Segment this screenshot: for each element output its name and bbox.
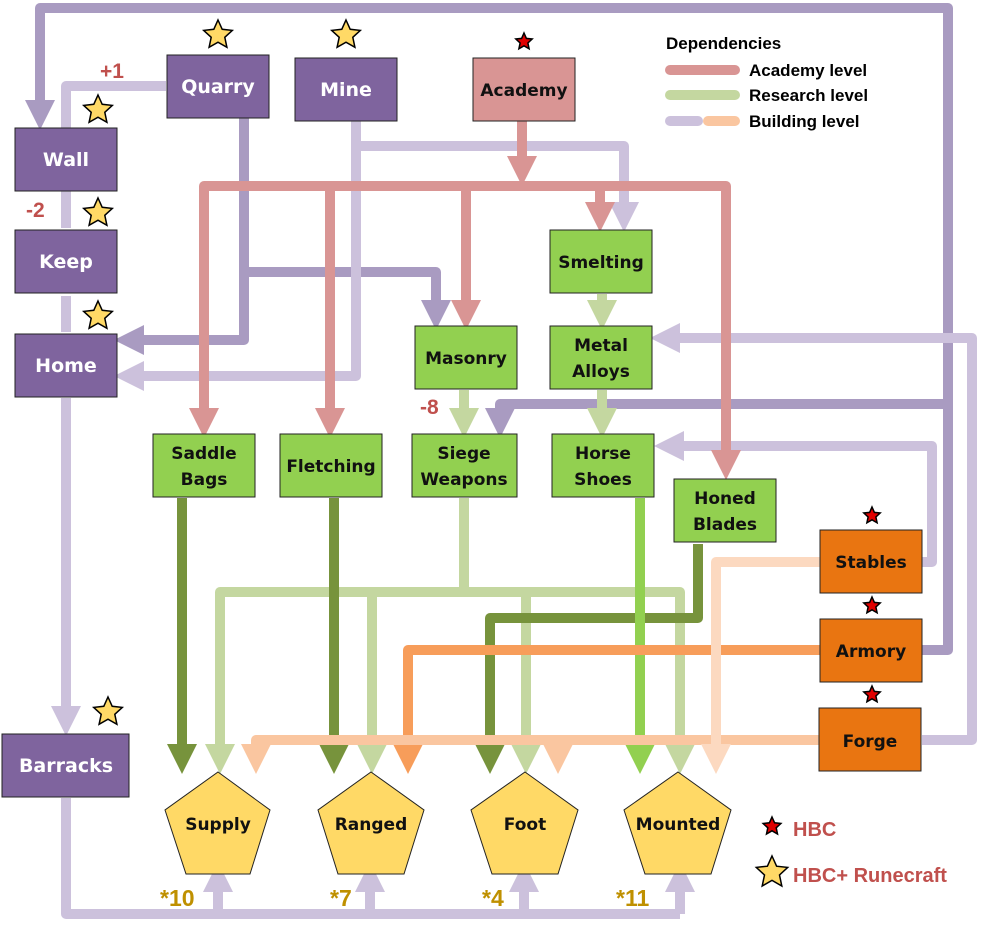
wall-keep-delta: -2 xyxy=(26,199,45,222)
key-hbc: HBC xyxy=(793,819,836,841)
legend-building-level: Building level xyxy=(749,112,860,131)
node-armory[interactable]: Armory xyxy=(819,618,923,683)
link-armory-to-siege xyxy=(485,399,948,438)
svg-text:Horse: Horse xyxy=(575,444,631,464)
svg-text:Honed: Honed xyxy=(694,489,756,509)
runecraft-star-icon xyxy=(81,196,115,227)
node-smelting[interactable]: Smelting xyxy=(549,229,653,294)
svg-text:Home: Home xyxy=(35,355,97,377)
runecraft-star-icon xyxy=(81,299,115,330)
svg-text:Masonry: Masonry xyxy=(425,349,507,369)
link-mine-to-smelting xyxy=(356,141,639,232)
unit-ranged[interactable]: Ranged xyxy=(317,771,425,875)
link-siege-bus xyxy=(205,498,469,774)
link-stables-to-horse-shoes xyxy=(654,431,937,567)
svg-text:Academy: Academy xyxy=(480,81,567,101)
svg-text:Weapons: Weapons xyxy=(420,470,507,490)
link-armory-to-wall xyxy=(25,3,953,655)
legend-research-level: Research level xyxy=(749,86,868,105)
svg-text:Ranged: Ranged xyxy=(335,815,408,835)
svg-text:Barracks: Barracks xyxy=(19,755,113,777)
link-armory-to-ranged xyxy=(393,645,820,774)
svg-text:Mine: Mine xyxy=(320,79,372,101)
node-horse-shoes[interactable]: Horse Shoes xyxy=(551,433,655,498)
hbc-star-icon xyxy=(761,815,783,836)
node-stables[interactable]: Stables xyxy=(819,529,923,594)
node-academy[interactable]: Academy xyxy=(472,57,576,122)
node-masonry[interactable]: Masonry xyxy=(414,325,518,390)
unit-mounted[interactable]: Mounted xyxy=(623,771,732,875)
svg-text:Quarry: Quarry xyxy=(181,76,255,98)
node-wall[interactable]: Wall xyxy=(14,127,118,192)
svg-text:Foot: Foot xyxy=(504,815,546,835)
node-barracks[interactable]: Barracks xyxy=(1,733,130,798)
node-keep[interactable]: Keep xyxy=(14,229,118,294)
link-honed-blades-to-foot xyxy=(475,544,703,774)
legend: Dependencies Academy level Research leve… xyxy=(665,34,868,131)
legend-title: Dependencies xyxy=(666,34,781,53)
svg-text:Supply: Supply xyxy=(185,815,251,835)
hbc-star-icon xyxy=(514,31,534,51)
runecraft-star-icon xyxy=(201,18,235,49)
legend-academy-level: Academy level xyxy=(749,61,867,80)
mounted-multiplier: *11 xyxy=(616,885,649,911)
svg-text:Smelting: Smelting xyxy=(558,253,644,273)
ranged-multiplier: *7 xyxy=(330,885,352,911)
link-forge-to-metal-alloys xyxy=(650,323,977,745)
node-metal-alloys[interactable]: Metal Alloys xyxy=(549,325,653,390)
svg-text:Siege: Siege xyxy=(437,444,490,464)
unit-foot[interactable]: Foot xyxy=(470,771,579,875)
node-siege-weapons[interactable]: Siege Weapons xyxy=(411,433,518,498)
runecraft-star-icon xyxy=(754,854,790,888)
supply-multiplier: *10 xyxy=(160,885,195,911)
masonry-siege-delta: -8 xyxy=(420,396,439,419)
svg-text:Keep: Keep xyxy=(39,251,93,273)
link-quarry-to-masonry xyxy=(244,267,451,330)
link-siege-to-mounted xyxy=(464,587,695,774)
svg-text:Forge: Forge xyxy=(843,732,898,752)
link-stables-to-mounted xyxy=(701,557,820,774)
svg-text:Alloys: Alloys xyxy=(572,362,630,382)
hbc-star-icon xyxy=(862,595,882,615)
node-saddle-bags[interactable]: Saddle Bags xyxy=(152,433,256,498)
hbc-star-icon xyxy=(862,505,882,525)
quarry-wall-delta: +1 xyxy=(100,60,124,83)
foot-multiplier: *4 xyxy=(482,885,504,911)
runecraft-star-icon xyxy=(91,695,125,726)
node-forge[interactable]: Forge xyxy=(818,707,922,772)
svg-text:Wall: Wall xyxy=(43,149,89,171)
svg-text:Saddle: Saddle xyxy=(171,444,236,464)
runecraft-star-icon xyxy=(81,93,115,124)
svg-text:Armory: Armory xyxy=(836,642,906,662)
node-mine[interactable]: Mine xyxy=(294,57,398,122)
node-quarry[interactable]: Quarry xyxy=(166,54,270,119)
unit-supply[interactable]: Supply xyxy=(164,771,271,875)
svg-text:Stables: Stables xyxy=(835,553,907,573)
svg-text:Bags: Bags xyxy=(181,470,228,490)
link-forge-to-supply xyxy=(241,735,820,774)
key-hbc-runecraft: HBC+ Runecraft xyxy=(793,865,947,887)
runecraft-star-icon xyxy=(329,18,363,49)
svg-text:Shoes: Shoes xyxy=(574,470,632,490)
hbc-star-icon xyxy=(862,684,882,704)
node-fletching[interactable]: Fletching xyxy=(279,433,383,498)
node-honed-blades[interactable]: Honed Blades xyxy=(673,478,777,543)
link-barracks-to-units xyxy=(61,798,680,919)
svg-text:Mounted: Mounted xyxy=(636,815,721,835)
link-quarry-to-home xyxy=(114,118,249,355)
svg-text:Metal: Metal xyxy=(574,336,628,356)
node-home[interactable]: Home xyxy=(14,333,118,398)
svg-text:Fletching: Fletching xyxy=(286,457,375,477)
svg-text:Blades: Blades xyxy=(693,515,757,535)
